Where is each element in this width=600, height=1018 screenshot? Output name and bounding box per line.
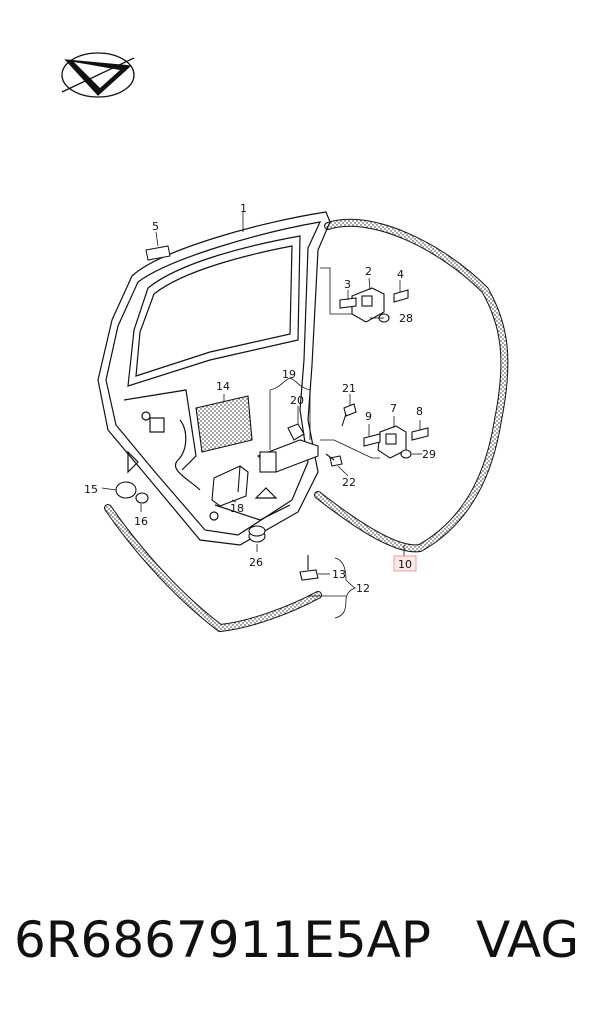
door-seal — [314, 218, 509, 553]
callout-19: 19 — [282, 368, 296, 381]
callout-13: 13 — [332, 568, 346, 581]
callout-16: 16 — [134, 515, 148, 528]
callout-1: 1 — [240, 202, 247, 215]
callout-labels: 1 5 2 3 4 28 19 14 21 20 9 7 8 29 22 15 … — [84, 202, 436, 595]
callout-9: 9 — [365, 410, 372, 423]
brand-name: VAG — [476, 911, 580, 969]
brand-logo — [61, 52, 135, 98]
callout-28: 28 — [399, 312, 413, 325]
insulation-pad — [195, 395, 253, 453]
callout-10: 10 — [398, 558, 412, 571]
cap — [248, 525, 266, 543]
cover-block — [211, 465, 249, 507]
door-check-strap — [256, 423, 319, 473]
callout-26: 26 — [249, 556, 263, 569]
callout-4: 4 — [397, 268, 404, 281]
callout-7: 7 — [390, 402, 397, 415]
bottom-seal-strip — [104, 504, 322, 633]
callout-29: 29 — [422, 448, 436, 461]
door-exploded-diagram: 1 5 2 3 4 28 19 14 21 20 9 7 8 29 22 15 … — [61, 52, 509, 633]
callout-10-highlight — [393, 555, 417, 572]
callout-22: 22 — [342, 476, 356, 489]
part-number: 6R6867911E5AP — [14, 911, 431, 969]
upper-hinge — [339, 287, 409, 323]
bolts — [325, 403, 357, 467]
callout-18: 18 — [230, 502, 244, 515]
callout-8: 8 — [416, 405, 423, 418]
callout-2: 2 — [365, 265, 372, 278]
lower-hinge — [363, 425, 429, 459]
callout-5: 5 — [152, 220, 159, 233]
clip — [299, 555, 319, 581]
callout-3: 3 — [344, 278, 351, 291]
footer: 6R6867911E5AP VAG — [14, 905, 594, 975]
label-plate — [145, 245, 171, 261]
callout-21: 21 — [342, 382, 356, 395]
leader-lines — [101, 212, 422, 619]
grommets — [115, 481, 149, 504]
callout-12: 12 — [356, 582, 370, 595]
callout-15: 15 — [84, 483, 98, 496]
callout-20: 20 — [290, 394, 304, 407]
callout-14: 14 — [216, 380, 230, 393]
